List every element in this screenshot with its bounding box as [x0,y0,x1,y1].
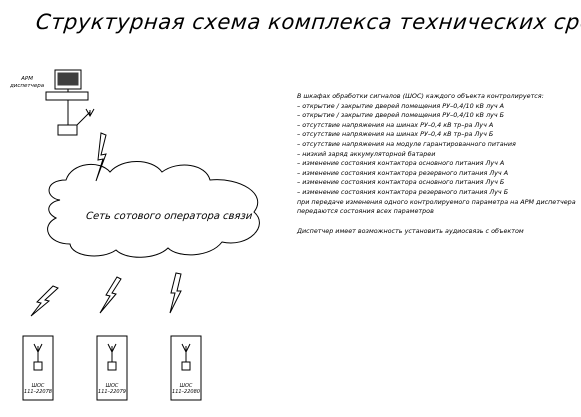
notes-item: – отсутствие напряжения на шинах РУ–0,4 … [297,120,494,129]
cabinet-id: 111–22080 [172,388,200,395]
arm-label-line2: диспетчера [10,82,45,89]
cabinet-modem-icon [107,361,117,371]
cabinet-1 [22,335,54,401]
cabinet-modem-icon [33,361,43,371]
notes-item: – низкий заряд аккумуляторной батареи [297,149,436,158]
notes-item: – отсутствие напряжения на шинах РУ–0,4 … [297,130,494,139]
notes-item: – изменение состояния контактора основно… [297,159,505,168]
notes-transfer-line2: передаются состояния всех параметров [297,207,434,216]
notes-item: – изменение состояния контактора основно… [297,178,505,187]
cabinet-id: 111–22078 [24,388,52,395]
cellular-network-cloud [47,161,260,258]
radio-link-icon [95,132,107,182]
cloud-label: Сеть сотового оператора связи [85,211,253,222]
cabinet-modem-icon [181,361,191,371]
notes-item: – открытие / закрытие дверей помещения Р… [297,111,505,120]
arm-workstation [45,69,95,136]
cabinet-name: ШОС [179,383,193,389]
monitoring-notes: В шкафах обработки сигналов (ШОС) каждог… [297,92,579,236]
radio-link-icon [30,285,59,317]
system-unit-icon [45,91,89,101]
gsm-modem-icon [57,124,78,136]
notes-item: – изменение состояния контактора резервн… [297,168,509,177]
notes-transfer-line1: при передаче изменения одного контролиру… [297,197,576,206]
cabinet-1-label: ШОС 111–22078 [23,383,53,395]
monitor-screen [57,72,79,86]
notes-item: – отсутствие напряжения на модуле гарант… [297,139,516,148]
cabinet-id: 111–22079 [98,388,126,395]
radio-link-icon [169,272,182,314]
notes-intro: В шкафах обработки сигналов (ШОС) каждог… [297,92,544,100]
cabinet-2 [96,335,128,401]
arm-label: АРМ диспетчера [10,76,44,89]
arm-label-line1: АРМ [21,76,33,82]
radio-link-icon [99,276,122,314]
cabinet-3-label: ШОС 111–22080 [171,383,201,395]
notes-item: – открытие / закрытие дверей помещения Р… [297,101,504,110]
notes-dispatcher: Диспетчер имеет возможность установить а… [297,226,524,235]
modem-antenna-icon [85,108,95,118]
cabinet-name: ШОС [105,383,119,389]
notes-item: – изменение состояния контактора резервн… [297,187,509,196]
cabinet-2-label: ШОС 111–22079 [97,383,127,395]
cabinet-name: ШОС [31,383,45,389]
cabinet-3 [170,335,202,401]
modem-antenna-mast [76,111,91,126]
